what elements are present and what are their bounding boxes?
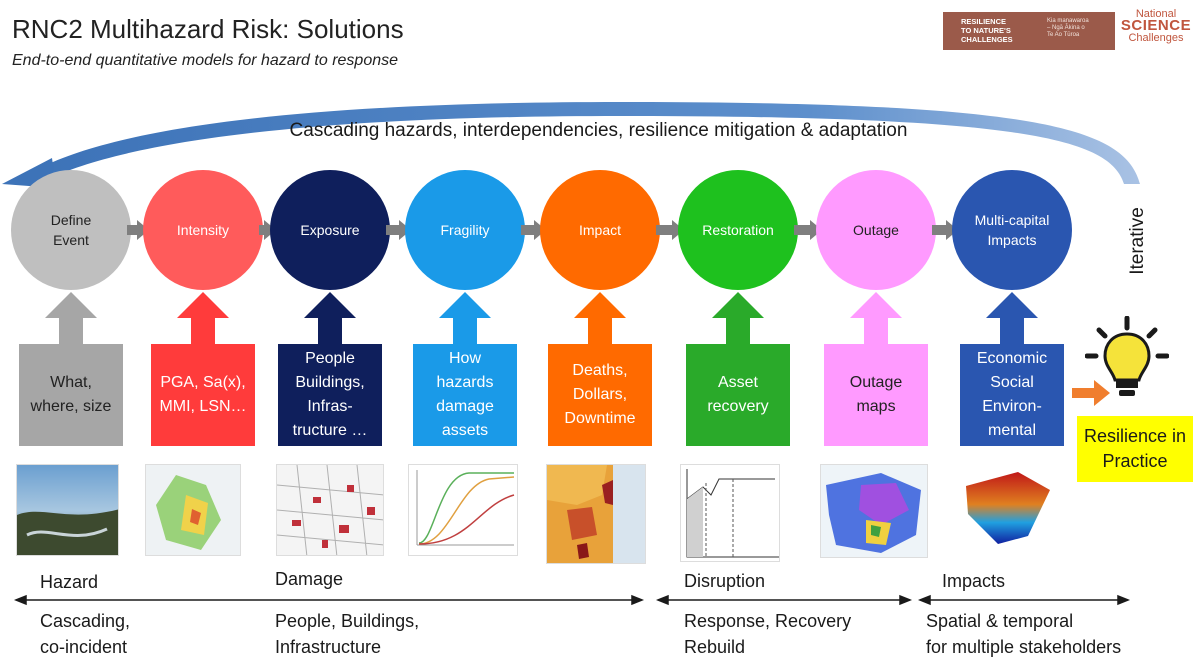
people-buildings-text: People, Buildings, Infrastructure bbox=[275, 608, 419, 660]
flow-arrow-4 bbox=[521, 220, 546, 240]
national-science-challenges-logo: National SCIENCE Challenges bbox=[1118, 8, 1194, 44]
flow-arrow-5 bbox=[656, 220, 684, 240]
flow-arrow-1 bbox=[127, 220, 149, 240]
stage-box-label: PGA, Sa(x), MMI, LSN… bbox=[159, 374, 247, 415]
page-title: RNC2 Multihazard Risk: Solutions bbox=[12, 14, 404, 44]
stage-box-label: Deaths, Dollars, Downtime bbox=[564, 362, 636, 427]
resilience-in-practice-box: Resilience in Practice bbox=[1077, 416, 1193, 482]
stage-circle-8: Multi-capital Impacts bbox=[952, 170, 1072, 290]
impacts-label: Impacts bbox=[942, 571, 1006, 591]
cascading-text: Cascading, co-incident bbox=[40, 608, 130, 660]
bottom-range-arrows bbox=[13, 594, 1131, 606]
flow-arrow-2 bbox=[259, 220, 276, 240]
stage-circle-6: Restoration bbox=[678, 170, 798, 290]
nsc-line-3: Challenges bbox=[1128, 32, 1184, 44]
response-recovery-text: Response, Recovery Rebuild bbox=[684, 608, 851, 660]
stage-up-arrow-2 bbox=[177, 292, 229, 346]
exposure-buildings-thumbnail bbox=[276, 464, 384, 556]
rnc-logo-maori: Kia manawaroa – Ngā Ākina o Te Ao Tūroa bbox=[1043, 12, 1115, 50]
cascading-line: Cascading, bbox=[40, 611, 131, 631]
logo-line-1: RESILIENCE bbox=[961, 17, 1007, 26]
stage-box-label: How hazards damage assets bbox=[436, 350, 494, 439]
intensity-map-thumbnail bbox=[145, 464, 241, 556]
response-recovery-line: Response, Recovery bbox=[684, 611, 852, 631]
stage-circle-label: Define Event bbox=[50, 212, 92, 248]
disruption-label: Disruption bbox=[684, 571, 766, 591]
logo-line-3: CHALLENGES bbox=[961, 35, 1013, 44]
stage-circle-3: Exposure bbox=[270, 170, 390, 290]
stage-box-3: People Buildings, Infras-tructure … bbox=[278, 344, 382, 446]
stage-circle-label: Outage bbox=[853, 222, 899, 238]
stage-circle-2: Intensity bbox=[143, 170, 263, 290]
stage-circle-label: Exposure bbox=[300, 222, 360, 238]
stage-circle-label: Intensity bbox=[176, 222, 230, 238]
flow-arrow-6 bbox=[794, 220, 822, 240]
stage-up-arrow-5 bbox=[574, 292, 626, 346]
stage-up-arrow-1 bbox=[45, 292, 97, 346]
stage-box-6: Asset recovery bbox=[686, 344, 790, 446]
restoration-curve-thumbnail bbox=[680, 464, 780, 562]
stage-circle-label: Impact bbox=[578, 222, 621, 238]
stage-circle-4: Fragility bbox=[405, 170, 525, 290]
stage-up-arrow-4 bbox=[439, 292, 491, 346]
nsc-line-2: SCIENCE bbox=[1120, 17, 1192, 34]
infrastructure-line: Infrastructure bbox=[275, 637, 382, 657]
flow-arrow-7 bbox=[932, 220, 958, 240]
stage-up-arrow-6 bbox=[712, 292, 764, 346]
multicapital-surface-thumbnail bbox=[958, 466, 1054, 548]
stakeholders-line: for multiple stakeholders bbox=[926, 637, 1122, 657]
stage-up-arrow-8 bbox=[986, 292, 1038, 346]
people-buildings-line: People, Buildings, bbox=[275, 611, 420, 631]
stage-circle-label: Multi-capital Impacts bbox=[974, 212, 1050, 248]
stage-box-4: How hazards damage assets bbox=[413, 344, 517, 446]
flow-arrow-3 bbox=[386, 220, 411, 240]
logo-line-2: TO NATURE'S bbox=[961, 26, 1011, 35]
stage-circle-1: Define Event bbox=[11, 170, 131, 290]
stage-circle-7: Outage bbox=[816, 170, 936, 290]
stage-box-7: Outage maps bbox=[824, 344, 928, 446]
hazard-aerial-thumbnail bbox=[16, 464, 119, 556]
stage-box-2: PGA, Sa(x), MMI, LSN… bbox=[151, 344, 255, 446]
stage-up-arrow-3 bbox=[304, 292, 356, 346]
stage-box-8: Economic Social Environ-mental bbox=[960, 344, 1064, 446]
nsc-line-1: National bbox=[1135, 8, 1177, 20]
cascade-label: Cascading hazards, interdependencies, re… bbox=[289, 120, 908, 141]
stage-circle-label: Fragility bbox=[440, 222, 490, 238]
stage-up-arrow-7 bbox=[850, 292, 902, 346]
coincident-line: co-incident bbox=[40, 637, 128, 657]
fragility-curves-thumbnail bbox=[408, 464, 518, 556]
stage-box-label: Outage maps bbox=[849, 374, 903, 415]
stage-circle-label: Restoration bbox=[702, 222, 774, 238]
rebuild-line: Rebuild bbox=[684, 637, 746, 657]
hazard-label: Hazard bbox=[40, 572, 99, 592]
stage-circle-5: Impact bbox=[540, 170, 660, 290]
impact-map-thumbnail bbox=[546, 464, 646, 564]
damage-label: Damage bbox=[275, 569, 344, 589]
stage-box-5: Deaths, Dollars, Downtime bbox=[548, 344, 652, 446]
logo-maori-line-1: Kia manawaroa bbox=[1047, 18, 1089, 24]
page-subtitle: End-to-end quantitative models for hazar… bbox=[12, 52, 399, 69]
lightbulb-icon bbox=[1085, 316, 1169, 396]
stage-box-label: Asset recovery bbox=[707, 374, 769, 415]
logo-maori-line-2: – Ngā Ākina o bbox=[1047, 25, 1085, 31]
spatial-line: Spatial & temporal bbox=[926, 611, 1074, 631]
spatial-temporal-text: Spatial & temporal for multiple stakehol… bbox=[926, 608, 1121, 660]
stage-box-label: What, where, size bbox=[30, 374, 112, 415]
stage-box-label: Economic Social Environ-mental bbox=[976, 350, 1048, 439]
rnc-logo: RESILIENCE TO NATURE'S CHALLENGES bbox=[943, 12, 1043, 50]
logo-maori-line-3: Te Ao Tūroa bbox=[1047, 32, 1080, 38]
stage-box-1: What, where, size bbox=[19, 344, 123, 446]
outage-map-thumbnail bbox=[820, 464, 928, 558]
stage-box-label: People Buildings, Infras-tructure … bbox=[292, 350, 368, 439]
orange-arrow-icon bbox=[1072, 380, 1110, 406]
